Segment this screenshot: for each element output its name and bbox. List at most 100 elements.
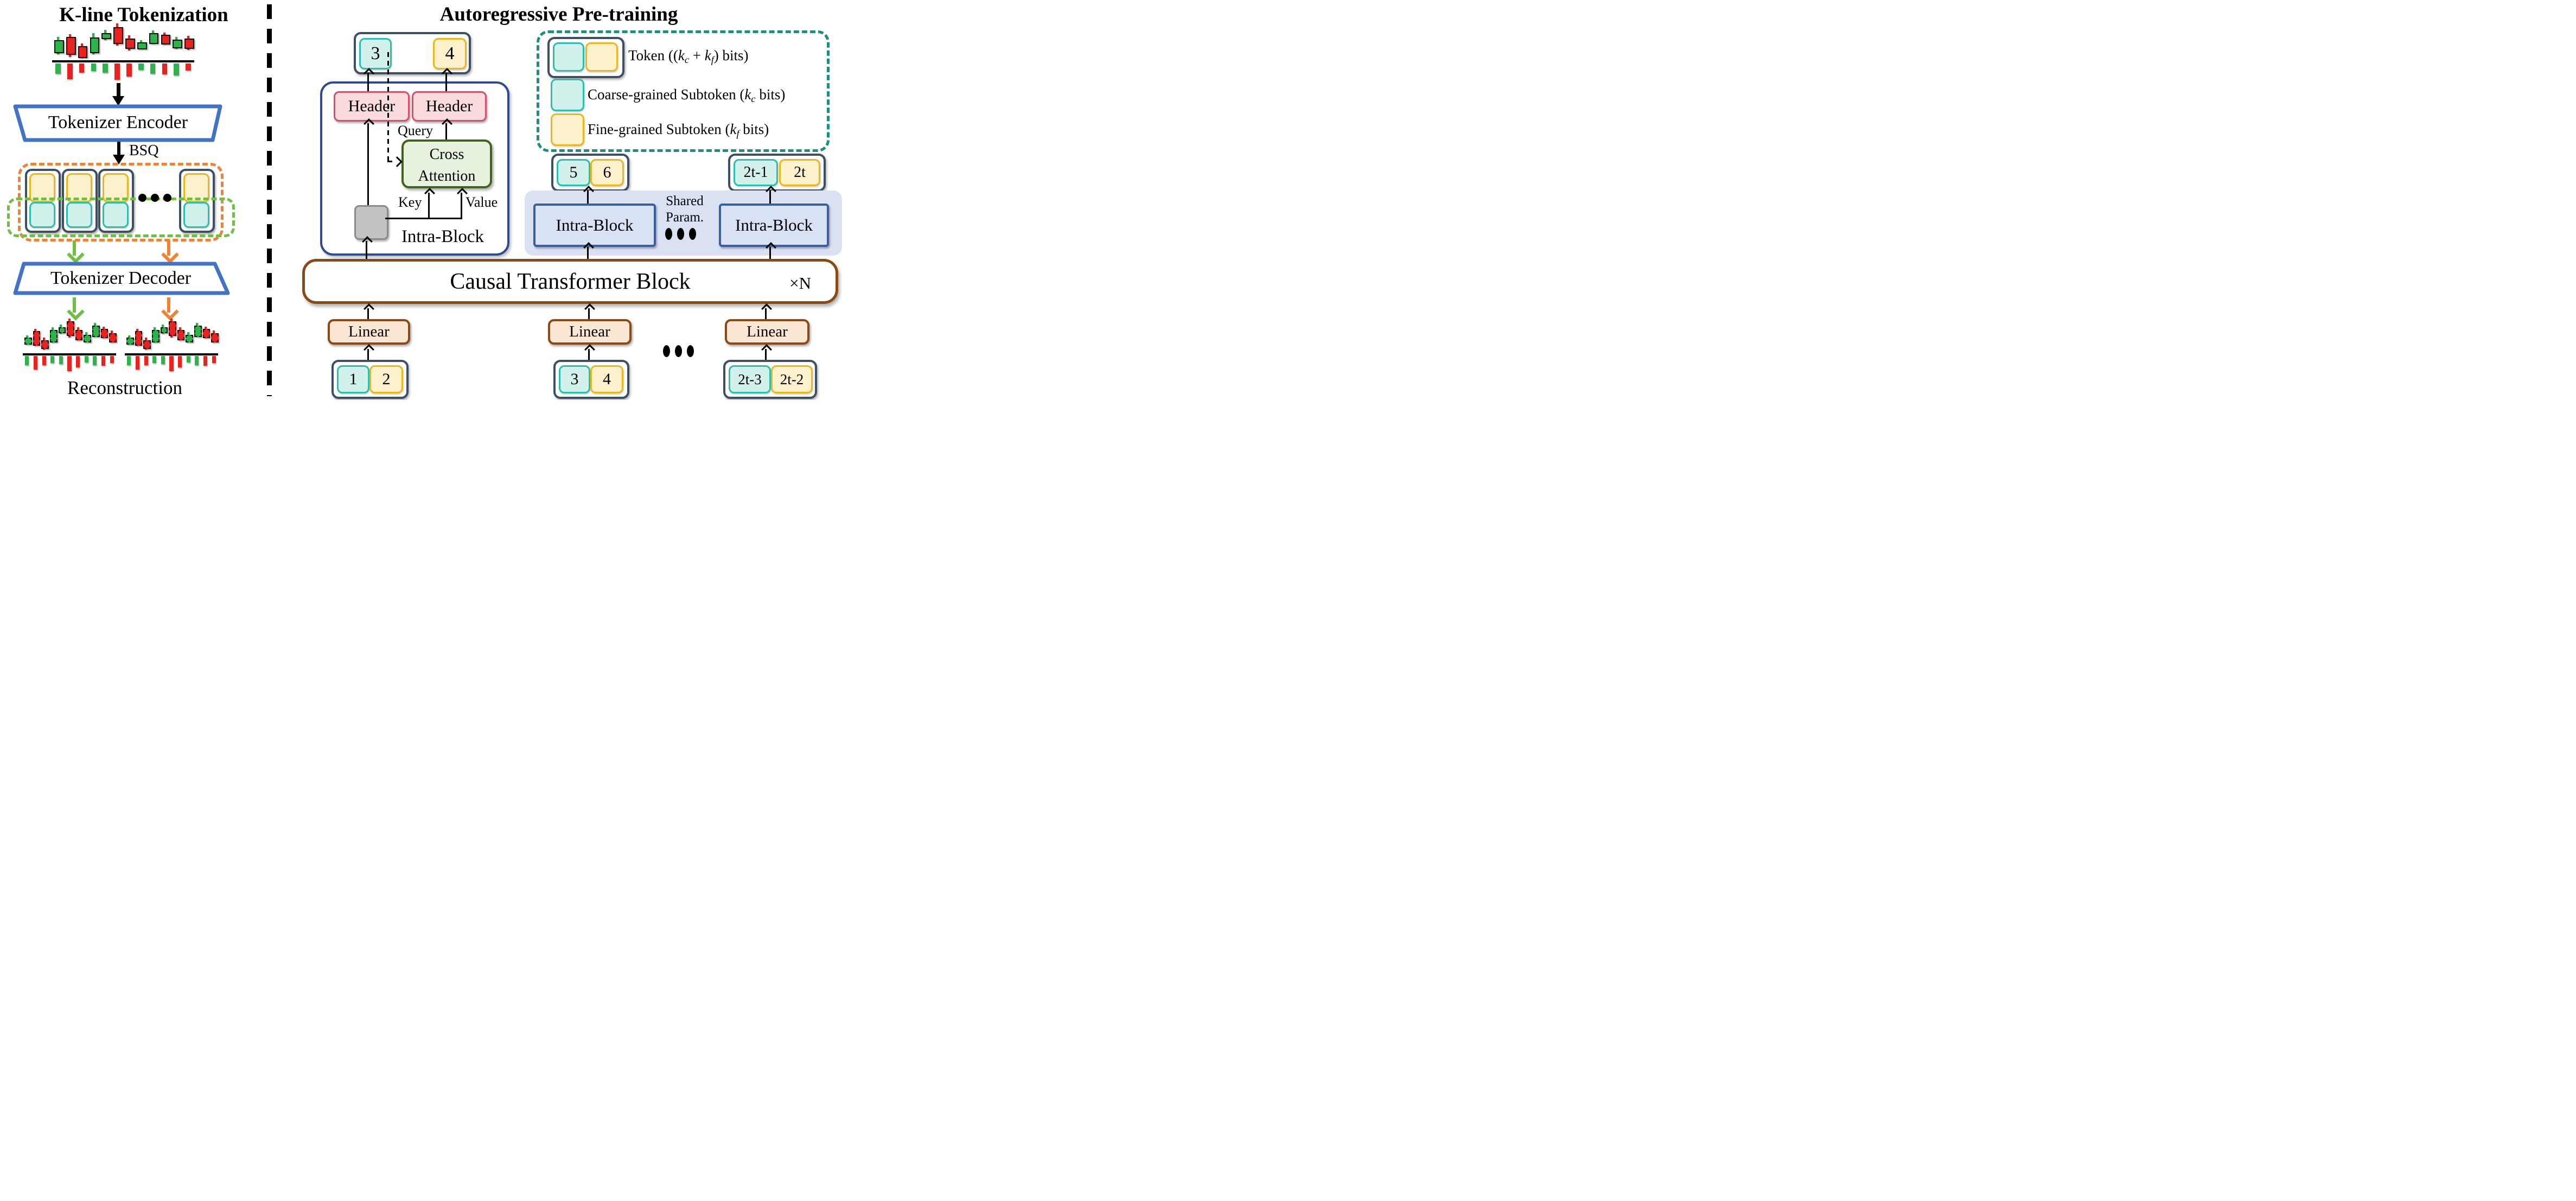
coarse-subtoken-box — [29, 202, 55, 228]
arrow-line — [588, 308, 590, 319]
candle-body — [113, 27, 123, 45]
coarse-subtoken-box — [103, 202, 129, 228]
arrowhead-icon — [364, 344, 374, 355]
arrow-line — [367, 308, 369, 319]
arrow-line — [367, 73, 369, 91]
tokenizer-encoder-shape — [13, 104, 222, 142]
volume-bar — [101, 356, 106, 366]
panel-divider — [267, 4, 272, 396]
ellipsis-icon — [677, 228, 684, 240]
tokenizer-encoder-label: Tokenizer Encoder — [48, 112, 188, 132]
green-arrow-icon — [73, 240, 76, 256]
tokenizer-decoder-shape — [13, 262, 230, 295]
volume-bar — [42, 356, 46, 365]
value-line — [461, 193, 462, 219]
ellipsis-icon — [138, 194, 146, 202]
volume-bar — [25, 356, 29, 365]
volume-bar — [152, 356, 157, 364]
coarse-subtoken-3: 3 — [559, 365, 590, 393]
ellipsis-icon — [151, 194, 159, 202]
coarse-row-green-outline — [7, 198, 235, 237]
green-arrowhead-icon — [67, 246, 85, 264]
coarse-subtoken-1: 1 — [337, 365, 369, 393]
arrowhead-icon — [761, 344, 772, 355]
chart-baseline — [23, 353, 116, 355]
intra-block-shared-1: Intra-Block — [533, 204, 656, 247]
volume-bar — [110, 356, 114, 364]
candle-body — [109, 333, 117, 342]
candle-body — [160, 327, 168, 334]
arrowhead-icon — [584, 303, 595, 314]
ellipsis-icon — [665, 228, 672, 240]
candle-body — [66, 36, 76, 55]
volume-bar — [186, 356, 190, 363]
coarse-subtoken-5: 5 — [557, 159, 590, 186]
candle-body — [125, 38, 135, 49]
reconstruction-chart-left — [23, 317, 117, 376]
candle-body — [24, 337, 32, 345]
token-pair-2t3-2t2: 2t-3 2t-2 — [723, 360, 817, 399]
green-arrow-icon — [73, 297, 76, 313]
volume-bar — [103, 63, 109, 73]
legend-label-fine: Fine-grained Subtoken (kf bits) — [588, 121, 769, 139]
chart-baseline — [125, 353, 218, 355]
reconstruction-label: Reconstruction — [67, 377, 182, 398]
header-box-coarse: Header — [334, 91, 410, 122]
volume-bar — [67, 356, 72, 371]
arrow-line — [445, 73, 447, 91]
volume-bar — [138, 63, 144, 70]
fine-subtoken-2t: 2t — [779, 159, 820, 186]
candle-body — [137, 42, 147, 49]
volume-bar — [186, 63, 191, 71]
candle-body — [78, 46, 88, 59]
volume-bar — [79, 63, 85, 73]
fine-subtoken-icon — [551, 113, 584, 146]
coarse-subtoken-3: 3 — [359, 38, 392, 69]
token-slot-n — [179, 169, 215, 233]
token-slot-1 — [25, 169, 61, 233]
volume-bar — [174, 63, 180, 75]
candle-body — [177, 329, 185, 340]
output-token-pair: 3 4 — [354, 32, 471, 74]
fine-subtoken-4: 4 — [433, 38, 467, 69]
volume-bar — [162, 63, 168, 75]
arrow-line — [769, 247, 771, 259]
causal-transformer-block: Causal Transformer Block ×N — [302, 259, 838, 304]
arrow-line — [366, 241, 367, 259]
figure-kline-tokenization-pretraining: K-line Tokenization Tokenizer Encoder BS… — [0, 0, 858, 400]
volume-bar — [178, 356, 182, 368]
token-pair-2t1-2t: 2t-1 2t — [728, 154, 826, 192]
volume-bar — [135, 356, 139, 370]
candle-body — [49, 329, 58, 342]
volume-bar — [59, 356, 63, 364]
candle-body — [161, 35, 171, 45]
candle-body — [211, 333, 219, 342]
kv-line — [385, 218, 462, 219]
candle-body — [84, 334, 92, 342]
candle-body — [41, 340, 49, 350]
header-box-fine: Header — [412, 91, 487, 122]
right-panel-title: Autoregressive Pre-training — [439, 3, 678, 26]
bsq-arrowhead-icon — [113, 155, 125, 164]
arrow-line — [445, 123, 447, 139]
ellipsis-icon — [689, 228, 696, 240]
fine-subtoken-4: 4 — [590, 365, 623, 393]
arrow-line — [587, 190, 589, 204]
coarse-subtoken-box — [66, 202, 92, 228]
candle-body — [33, 331, 41, 346]
candle-body — [75, 329, 83, 340]
candle-body — [135, 331, 143, 346]
xn-label: ×N — [789, 274, 811, 293]
arrow-line — [588, 349, 590, 360]
volume-bar — [203, 356, 208, 366]
token-pair-1-2: 1 2 — [331, 360, 409, 399]
arrowhead-icon — [761, 303, 772, 314]
orange-arrow-icon — [167, 240, 170, 256]
ellipsis-icon — [675, 345, 682, 357]
volume-bar — [67, 63, 73, 79]
candle-body — [184, 38, 194, 49]
arrow-line — [367, 123, 369, 205]
hidden-state-box — [354, 205, 388, 240]
bsq-label: BSQ — [129, 142, 159, 159]
intra-block-label: Intra-Block — [401, 227, 484, 246]
